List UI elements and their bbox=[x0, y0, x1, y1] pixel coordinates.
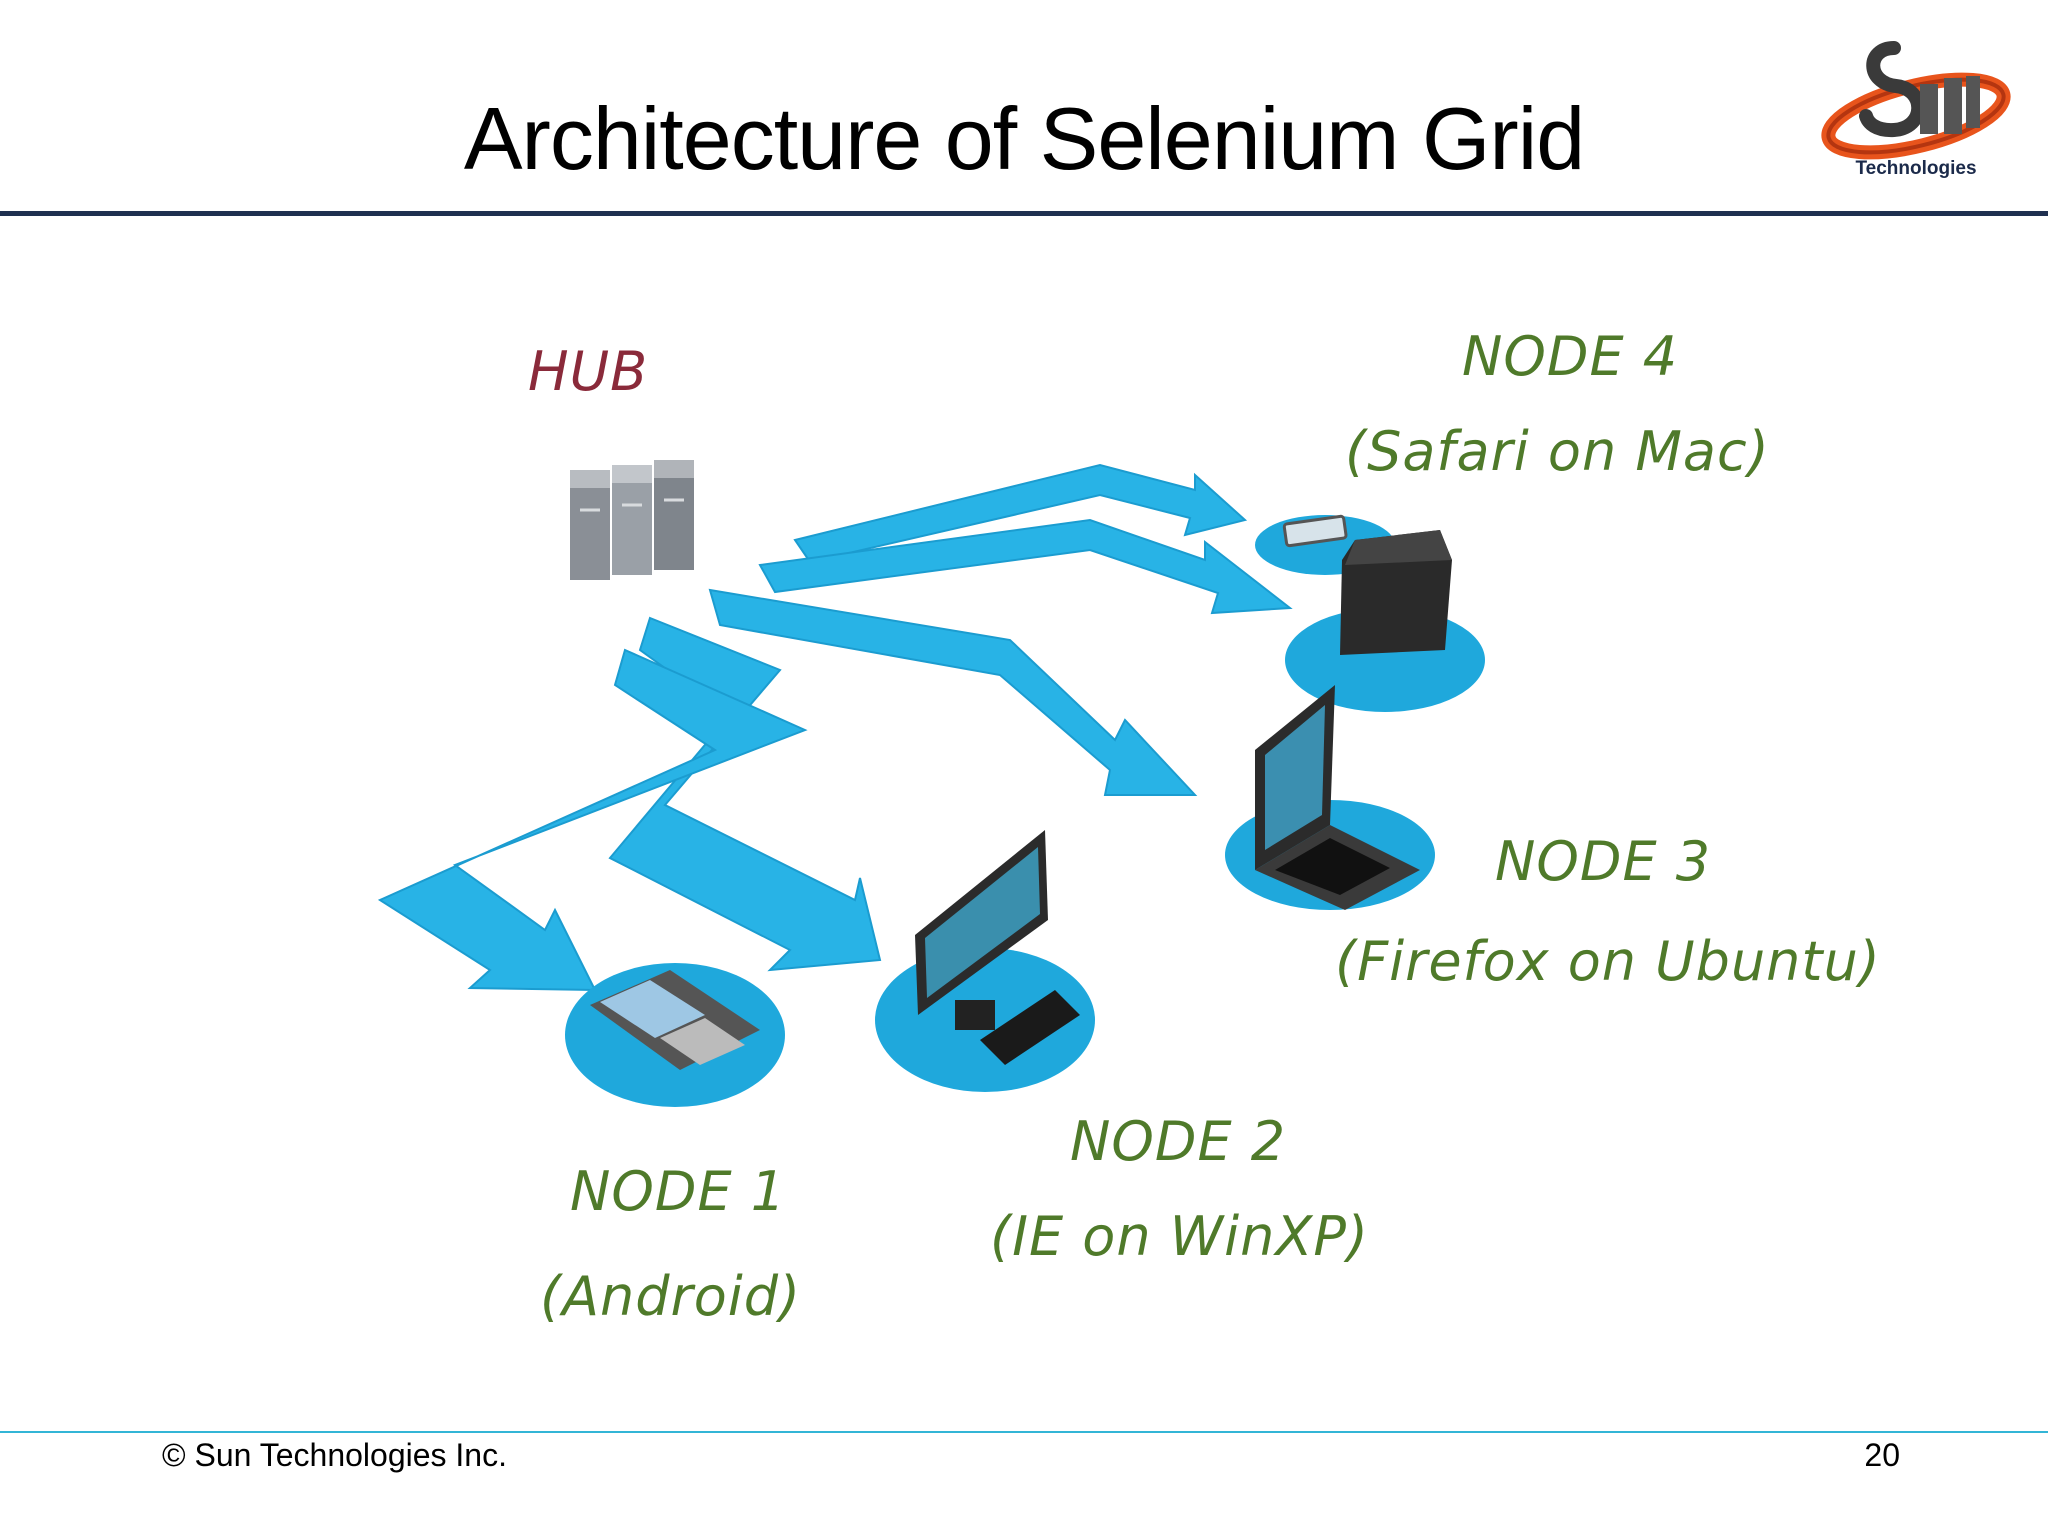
arrow-to-node4-lower bbox=[758, 518, 1293, 615]
diagram-art bbox=[377, 460, 1485, 1107]
node1-name: NODE 1 bbox=[570, 1160, 787, 1223]
node1-station bbox=[565, 963, 785, 1107]
node2-detail: (IE on WinXP) bbox=[990, 1205, 1369, 1268]
page-number: 20 bbox=[1864, 1437, 1900, 1473]
footer-copyright: © Sun Technologies Inc. bbox=[162, 1437, 507, 1473]
laptop-icon bbox=[1255, 685, 1420, 910]
arrow-to-node3 bbox=[708, 588, 1198, 796]
node4-detail: (Safari on Mac) bbox=[1345, 420, 1770, 483]
node2-station bbox=[875, 830, 1095, 1092]
node1-detail: (Android) bbox=[540, 1265, 802, 1328]
node4-station bbox=[1255, 514, 1485, 712]
node3-station bbox=[1225, 685, 1435, 910]
logo-mark-icon bbox=[1821, 41, 2011, 160]
node2-name: NODE 2 bbox=[1070, 1110, 1287, 1173]
server-rack-icon bbox=[570, 460, 694, 580]
logo-text: Technologies bbox=[1855, 158, 1977, 179]
slide-title: Architecture of Selenium Grid bbox=[463, 89, 1585, 188]
arrow-to-node1 bbox=[377, 648, 808, 992]
footer-divider bbox=[0, 1431, 2048, 1433]
sun-technologies-logo: Technologies bbox=[1816, 28, 2016, 188]
connection-arrows bbox=[377, 463, 1293, 992]
title-divider bbox=[0, 211, 2048, 216]
android-phone-icon bbox=[590, 970, 760, 1070]
desktop-monitor-icon bbox=[915, 830, 1080, 1065]
mac-computer-icon bbox=[1340, 530, 1452, 655]
node3-detail: (Firefox on Ubuntu) bbox=[1335, 930, 1881, 993]
node3-name: NODE 3 bbox=[1495, 830, 1712, 893]
selenium-grid-diagram: HUB NODE 4 (Safari on Mac) NODE 3 (Firef… bbox=[0, 230, 2048, 1410]
hub-label: HUB bbox=[528, 340, 649, 403]
arrow-to-node4-upper bbox=[793, 463, 1248, 564]
node4-name: NODE 4 bbox=[1462, 325, 1679, 388]
